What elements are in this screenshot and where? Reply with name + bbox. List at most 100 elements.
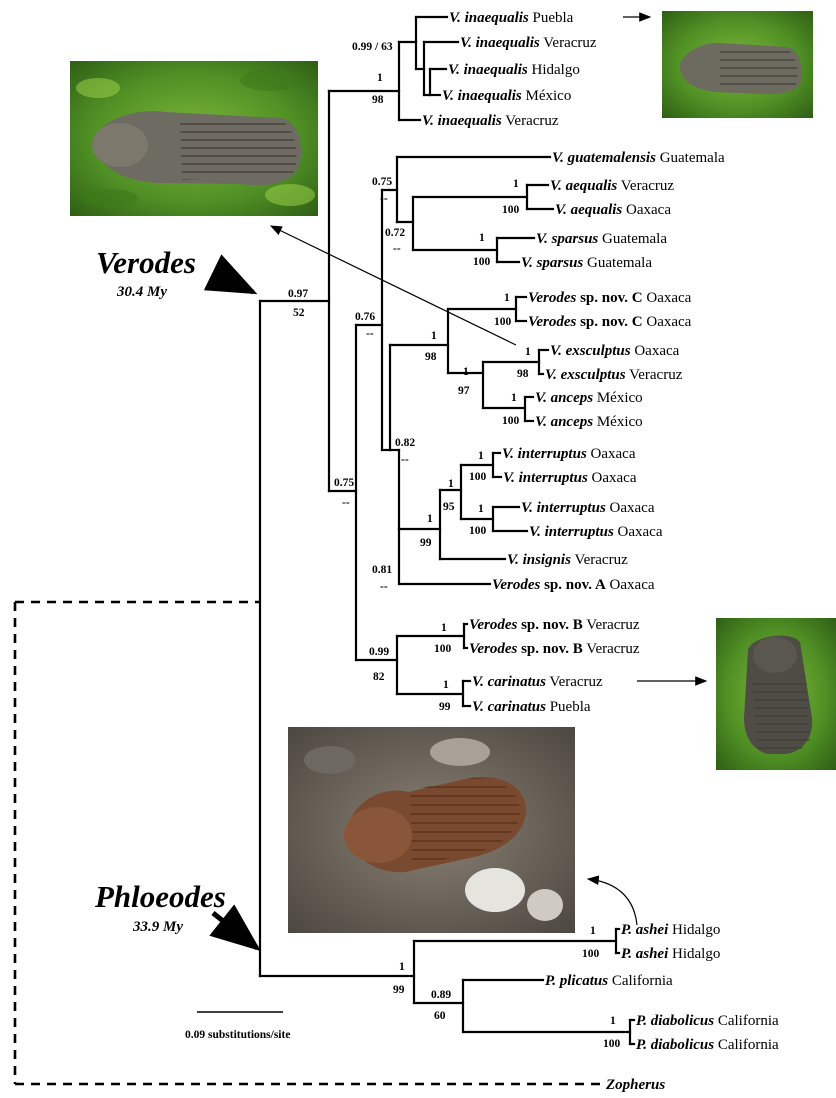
- support-value: 95: [443, 501, 455, 513]
- taxon-label: V. carinatus Veracruz: [472, 674, 603, 690]
- support-value: 100: [494, 316, 512, 328]
- beetle-photo-ashei: [288, 727, 575, 933]
- taxon-label: V. sparsus Guatemala: [521, 255, 652, 271]
- support-value: --: [380, 193, 388, 205]
- support-value: 0.82: [395, 437, 415, 449]
- taxon-label: P. ashei Hidalgo: [621, 946, 720, 962]
- scale-bar: 0.09 substitutions/site: [185, 1012, 290, 1041]
- outgroup-label: Zopherus: [605, 1077, 665, 1093]
- support-value: 0.76: [355, 311, 375, 323]
- taxon-label: V. anceps México: [535, 390, 643, 406]
- support-value: 98: [372, 94, 384, 106]
- taxon-label: V. interruptus Oaxaca: [529, 524, 663, 540]
- support-value: 100: [469, 525, 487, 537]
- taxon-label: V. interruptus Oaxaca: [521, 500, 655, 516]
- support-value: --: [380, 581, 388, 593]
- support-value: 1: [513, 178, 519, 190]
- support-value: 100: [473, 256, 491, 268]
- support-value: 1: [610, 1015, 616, 1027]
- support-value: 1: [478, 450, 484, 462]
- support-value: 98: [517, 368, 529, 380]
- support-value: 99: [393, 984, 405, 996]
- phloeodes-age-label: 33.9 My: [132, 919, 183, 935]
- support-value: 1: [590, 925, 596, 937]
- taxon-label: V. carinatus Puebla: [472, 699, 591, 715]
- taxon-label: V. interruptus Oaxaca: [503, 470, 637, 486]
- taxon-label: V. anceps México: [535, 414, 643, 430]
- taxon-label: P. ashei Hidalgo: [621, 922, 720, 938]
- taxon-label: Verodes sp. nov. B Veracruz: [469, 617, 640, 633]
- support-value: 1: [478, 503, 484, 515]
- verodes-pointer-arrow: [214, 273, 253, 292]
- support-value: 1: [448, 478, 454, 490]
- taxon-label: V. guatemalensis Guatemala: [552, 150, 725, 166]
- ashei-photo-pointer: [588, 879, 637, 925]
- support-value: 1: [377, 72, 383, 84]
- support-value: 52: [293, 307, 305, 319]
- beetle-photo-carinatus: [716, 618, 836, 770]
- support-value: 1: [441, 622, 447, 634]
- support-value: 100: [434, 643, 452, 655]
- support-value: --: [366, 328, 374, 340]
- beetle-photo-exsculptus: [70, 61, 318, 216]
- support-value: --: [342, 497, 350, 509]
- support-value: --: [401, 454, 409, 466]
- support-value: 0.99 / 63: [352, 41, 393, 53]
- verodes-genus-label: Verodes: [96, 245, 196, 280]
- support-value: 0.89: [431, 989, 451, 1001]
- support-value: 1: [463, 366, 469, 378]
- support-value: 99: [439, 701, 451, 713]
- beetle-photo-inaequalis: [662, 11, 813, 118]
- taxon-label: V. inaequalis Veracruz: [460, 35, 597, 51]
- support-value: 1: [511, 392, 517, 404]
- support-value: 1: [504, 292, 510, 304]
- taxon-label: Verodes sp. nov. C Oaxaca: [528, 290, 692, 306]
- phloeodes-pointer-arrow: [213, 913, 257, 948]
- verodes-age-label: 30.4 My: [116, 284, 167, 300]
- taxon-label: V. interruptus Oaxaca: [502, 446, 636, 462]
- support-value: 82: [373, 671, 385, 683]
- support-value: 0.81: [372, 564, 392, 576]
- taxon-label: P. diabolicus California: [636, 1037, 779, 1053]
- support-value: 0.99: [369, 646, 389, 658]
- support-value: 98: [425, 351, 437, 363]
- support-value: 100: [502, 415, 520, 427]
- genus-labels: Verodes 30.4 My Phloeodes 33.9 My: [94, 245, 257, 948]
- taxon-label: V. sparsus Guatemala: [536, 231, 667, 247]
- support-value: 100: [469, 471, 487, 483]
- support-value: 1: [443, 679, 449, 691]
- support-value: --: [393, 243, 401, 255]
- taxon-label: V. inaequalis México: [442, 88, 571, 104]
- support-value: 60: [434, 1010, 446, 1022]
- support-value: 1: [399, 961, 405, 973]
- taxon-label: Verodes sp. nov. A Oaxaca: [492, 577, 655, 593]
- taxon-label: V. inaequalis Veracruz: [422, 113, 559, 129]
- taxon-label: V. aequalis Veracruz: [550, 178, 674, 194]
- taxon-label: Verodes sp. nov. B Veracruz: [469, 641, 640, 657]
- support-value: 1: [431, 330, 437, 342]
- taxon-label: P. diabolicus California: [636, 1013, 779, 1029]
- taxon-label: P. plicatus California: [545, 973, 673, 989]
- support-value: 100: [502, 204, 520, 216]
- taxon-label: V. inaequalis Hidalgo: [448, 62, 580, 78]
- scale-bar-label: 0.09 substitutions/site: [185, 1029, 290, 1041]
- taxon-label: V. inaequalis Puebla: [449, 10, 574, 26]
- taxon-label: Verodes sp. nov. C Oaxaca: [528, 314, 692, 330]
- support-value: 0.75: [372, 176, 392, 188]
- support-value: 97: [458, 385, 470, 397]
- taxon-label: V. exsculptus Veracruz: [545, 367, 683, 383]
- taxon-label: V. exsculptus Oaxaca: [550, 343, 680, 359]
- support-value: 99: [420, 537, 432, 549]
- support-value: 100: [603, 1038, 621, 1050]
- phloeodes-genus-label: Phloeodes: [94, 879, 226, 914]
- taxon-label: V. insignis Veracruz: [507, 552, 628, 568]
- support-value: 1: [479, 232, 485, 244]
- support-value: 1: [525, 346, 531, 358]
- support-value: 1: [427, 513, 433, 525]
- support-value: 0.75: [334, 477, 354, 489]
- support-value: 0.72: [385, 227, 405, 239]
- support-value: 100: [582, 948, 600, 960]
- support-value: 0.97: [288, 288, 308, 300]
- taxon-label: V. aequalis Oaxaca: [555, 202, 671, 218]
